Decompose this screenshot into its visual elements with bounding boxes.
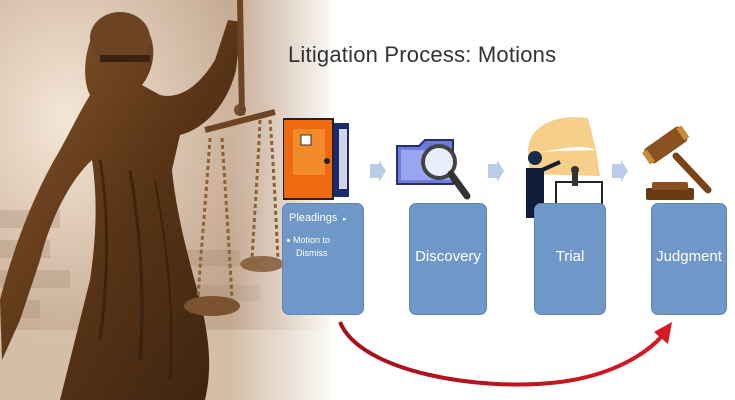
bullet-item: Motion to (287, 234, 330, 247)
bullet-item: Dismiss (296, 248, 328, 258)
gavel-icon (642, 125, 712, 200)
slide-title: Litigation Process: Motions (288, 42, 557, 67)
chevron-right-icon (370, 160, 386, 182)
step-pleadings: Pleadings ▸ Motion to Dismiss (282, 203, 364, 315)
folder-magnifier-icon (396, 139, 471, 200)
step-label: Pleadings (289, 212, 338, 224)
step-label: Discovery (415, 248, 481, 265)
caret-icon: ▸ (343, 216, 347, 223)
step-label: Trial (555, 248, 585, 265)
step-discovery: Discovery (409, 203, 487, 315)
door-folder-icon (283, 118, 349, 200)
chevron-right-icon (612, 160, 628, 182)
step-trial: Trial (534, 203, 606, 315)
step-judgment: Judgment (651, 203, 727, 315)
step-label: Judgment (656, 248, 722, 265)
chevron-right-icon (488, 160, 504, 182)
bullet-list: Motion to Dismiss (287, 234, 330, 260)
